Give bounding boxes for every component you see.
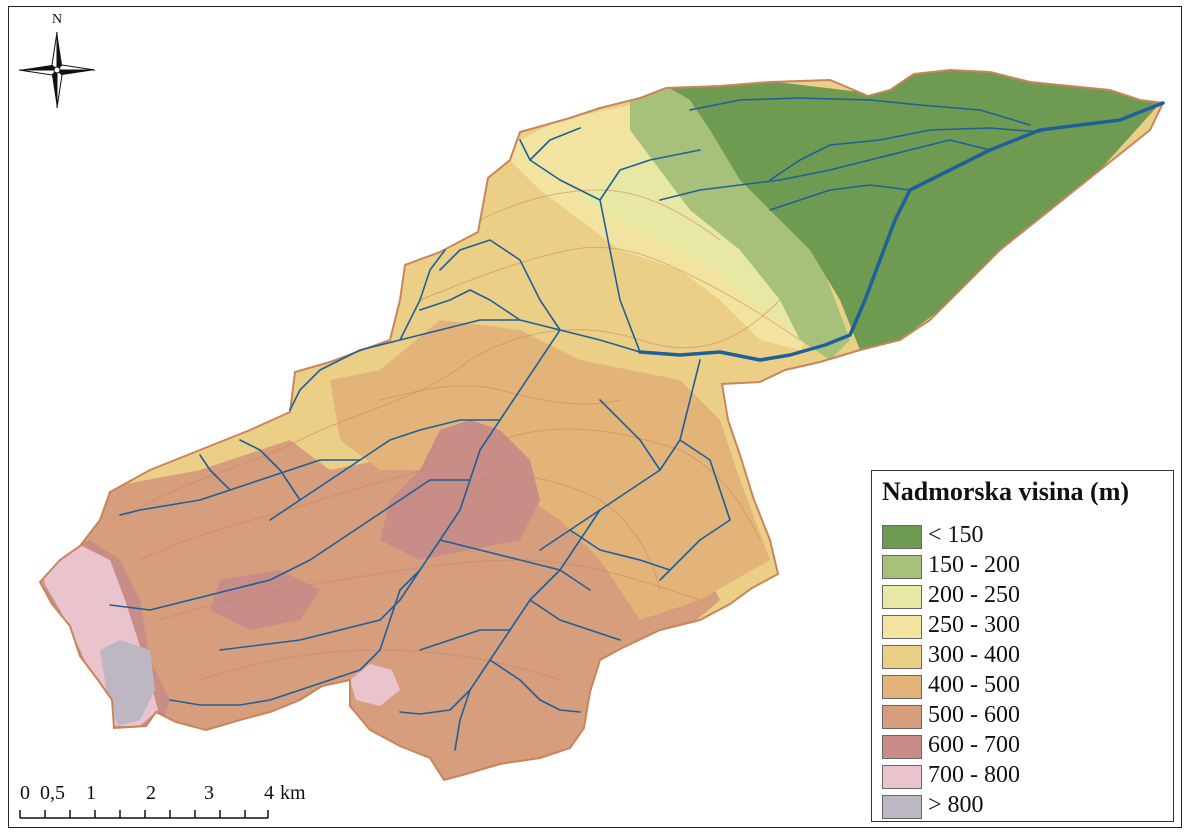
north-label: N (52, 12, 63, 27)
legend-label: < 150 (928, 522, 984, 548)
scale-label: 3 (204, 782, 214, 804)
basin-boundary (38, 68, 1165, 782)
scale-label: 0,5 (40, 782, 65, 804)
legend-swatch (882, 705, 922, 729)
legend-swatch (882, 765, 922, 789)
legend-label: 250 - 300 (928, 612, 1020, 638)
scale-label: 1 (86, 782, 96, 804)
legend-label: 500 - 600 (928, 702, 1020, 728)
scale-bar: 0 0,5 1 2 3 4 km (18, 782, 318, 822)
legend-title: Nadmorska visina (m) (882, 477, 1130, 506)
legend-swatch (882, 645, 922, 669)
scale-label: 4 (264, 782, 274, 804)
legend-label: 400 - 500 (928, 672, 1020, 698)
legend-swatch (882, 795, 922, 819)
scale-label: km (280, 782, 306, 804)
scale-label: 0 (20, 782, 30, 804)
legend-label: 700 - 800 (928, 762, 1020, 788)
legend-label: 600 - 700 (928, 732, 1020, 758)
legend-label: 150 - 200 (928, 552, 1020, 578)
river-network (109, 97, 1165, 751)
legend-label: 200 - 250 (928, 582, 1020, 608)
legend-swatch (882, 525, 922, 549)
legend-label: > 800 (928, 792, 984, 818)
legend-swatch (882, 585, 922, 609)
legend-swatch (882, 555, 922, 579)
legend-label: 300 - 400 (928, 642, 1020, 668)
north-arrow-icon (18, 31, 96, 109)
legend-swatch (882, 615, 922, 639)
scale-label: 2 (146, 782, 156, 804)
legend-swatch (882, 735, 922, 759)
legend-swatch (882, 675, 922, 699)
legend: Nadmorska visina (m) < 150 150 - 200 200 -… (871, 470, 1174, 822)
